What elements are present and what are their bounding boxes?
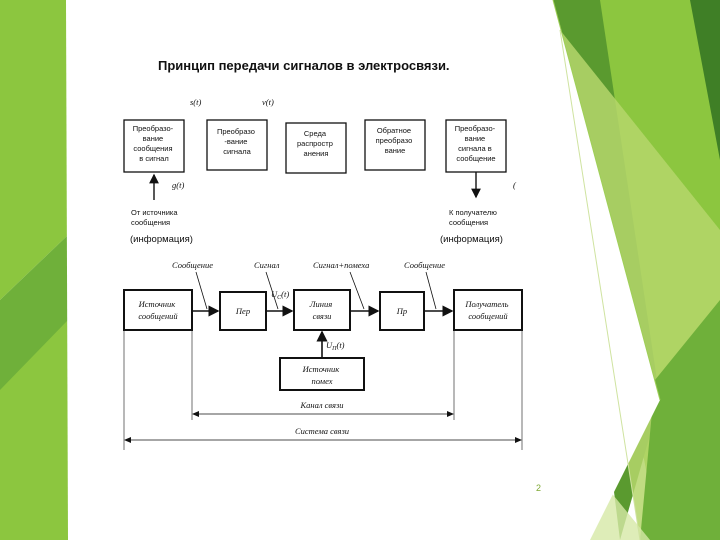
label-signal-noise: Сигнал+помеха xyxy=(313,260,369,270)
receiver-note: К получателю сообщения xyxy=(449,208,499,227)
label-message-2: Сообщение xyxy=(404,260,445,270)
label-g-t: g(t) xyxy=(172,180,184,190)
block-medium xyxy=(285,122,347,174)
decor-right-top xyxy=(690,0,720,160)
label-s-t: s(t) xyxy=(190,97,202,107)
block-inverse-conversion xyxy=(364,119,426,171)
page-number: 2 xyxy=(536,483,542,493)
block-noise-source-text: Источник помех xyxy=(302,364,342,386)
block-transmitter-text: Пер xyxy=(235,306,250,316)
bottom-diagram: Сообщение Сигнал Сигнал+помеха Сообщение… xyxy=(123,260,523,450)
block-signal-conversion xyxy=(206,119,268,171)
block-signal-to-message-text: Преобразо- вание сигнала в сообщение xyxy=(455,124,498,163)
top-diagram: s(t) v(t) g(t) ( Преобразо- вание сообще… xyxy=(123,97,517,245)
label-channel: Канал связи xyxy=(299,400,343,410)
slide-title: Принцип передачи сигналов в электросвязи… xyxy=(158,58,450,73)
label-signal: Сигнал xyxy=(254,260,280,270)
label-uc: UC(t) xyxy=(271,289,289,301)
label-un: UП(t) xyxy=(326,340,345,352)
decor-left-stripe xyxy=(0,0,68,300)
block-comm-line xyxy=(293,289,351,331)
dim-system-arrow-left xyxy=(124,437,131,443)
decor-left-bottom xyxy=(0,320,68,540)
dim-channel-arrow-right xyxy=(447,411,454,417)
dim-system-arrow-right xyxy=(515,437,522,443)
block-message-recipient xyxy=(453,289,523,331)
info-right: (информация) xyxy=(440,234,503,245)
info-left: (информация) xyxy=(130,234,193,245)
source-note: От источника сообщения xyxy=(131,208,180,227)
block-inverse-conversion-text: Обратное преобразо вание xyxy=(376,126,415,155)
block-message-to-signal-text: Преобразо- вание сообщения в сигнал xyxy=(133,124,176,163)
label-system: Система связи xyxy=(295,426,349,436)
leader-message-2 xyxy=(425,271,437,310)
block-message-source-text: Источник сообщений xyxy=(138,299,179,321)
block-signal-conversion-text: Преобразо -вание сигнала xyxy=(217,127,257,156)
block-message-recipient-text: Получатель сообщений xyxy=(464,299,510,321)
block-comm-line-text: Линия связи xyxy=(309,299,335,321)
block-message-to-signal xyxy=(123,119,185,173)
block-message-source xyxy=(123,289,193,331)
label-v-t: v(t) xyxy=(262,97,274,107)
block-receiver-text: Пр xyxy=(396,306,407,316)
block-noise-source xyxy=(279,357,365,391)
leader-signal xyxy=(265,271,279,310)
block-receiver xyxy=(379,291,425,331)
leader-signal-noise xyxy=(349,271,365,310)
decor-edge-line xyxy=(552,0,661,401)
leader-message-1 xyxy=(195,271,208,310)
decor-right-low xyxy=(640,300,720,540)
label-right-mark: ( xyxy=(513,180,517,190)
label-message-1: Сообщение xyxy=(172,260,213,270)
dim-channel-arrow-left xyxy=(192,411,199,417)
decor-edge-line-2 xyxy=(559,29,641,540)
block-medium-text: Среда распростр анения xyxy=(297,129,335,158)
